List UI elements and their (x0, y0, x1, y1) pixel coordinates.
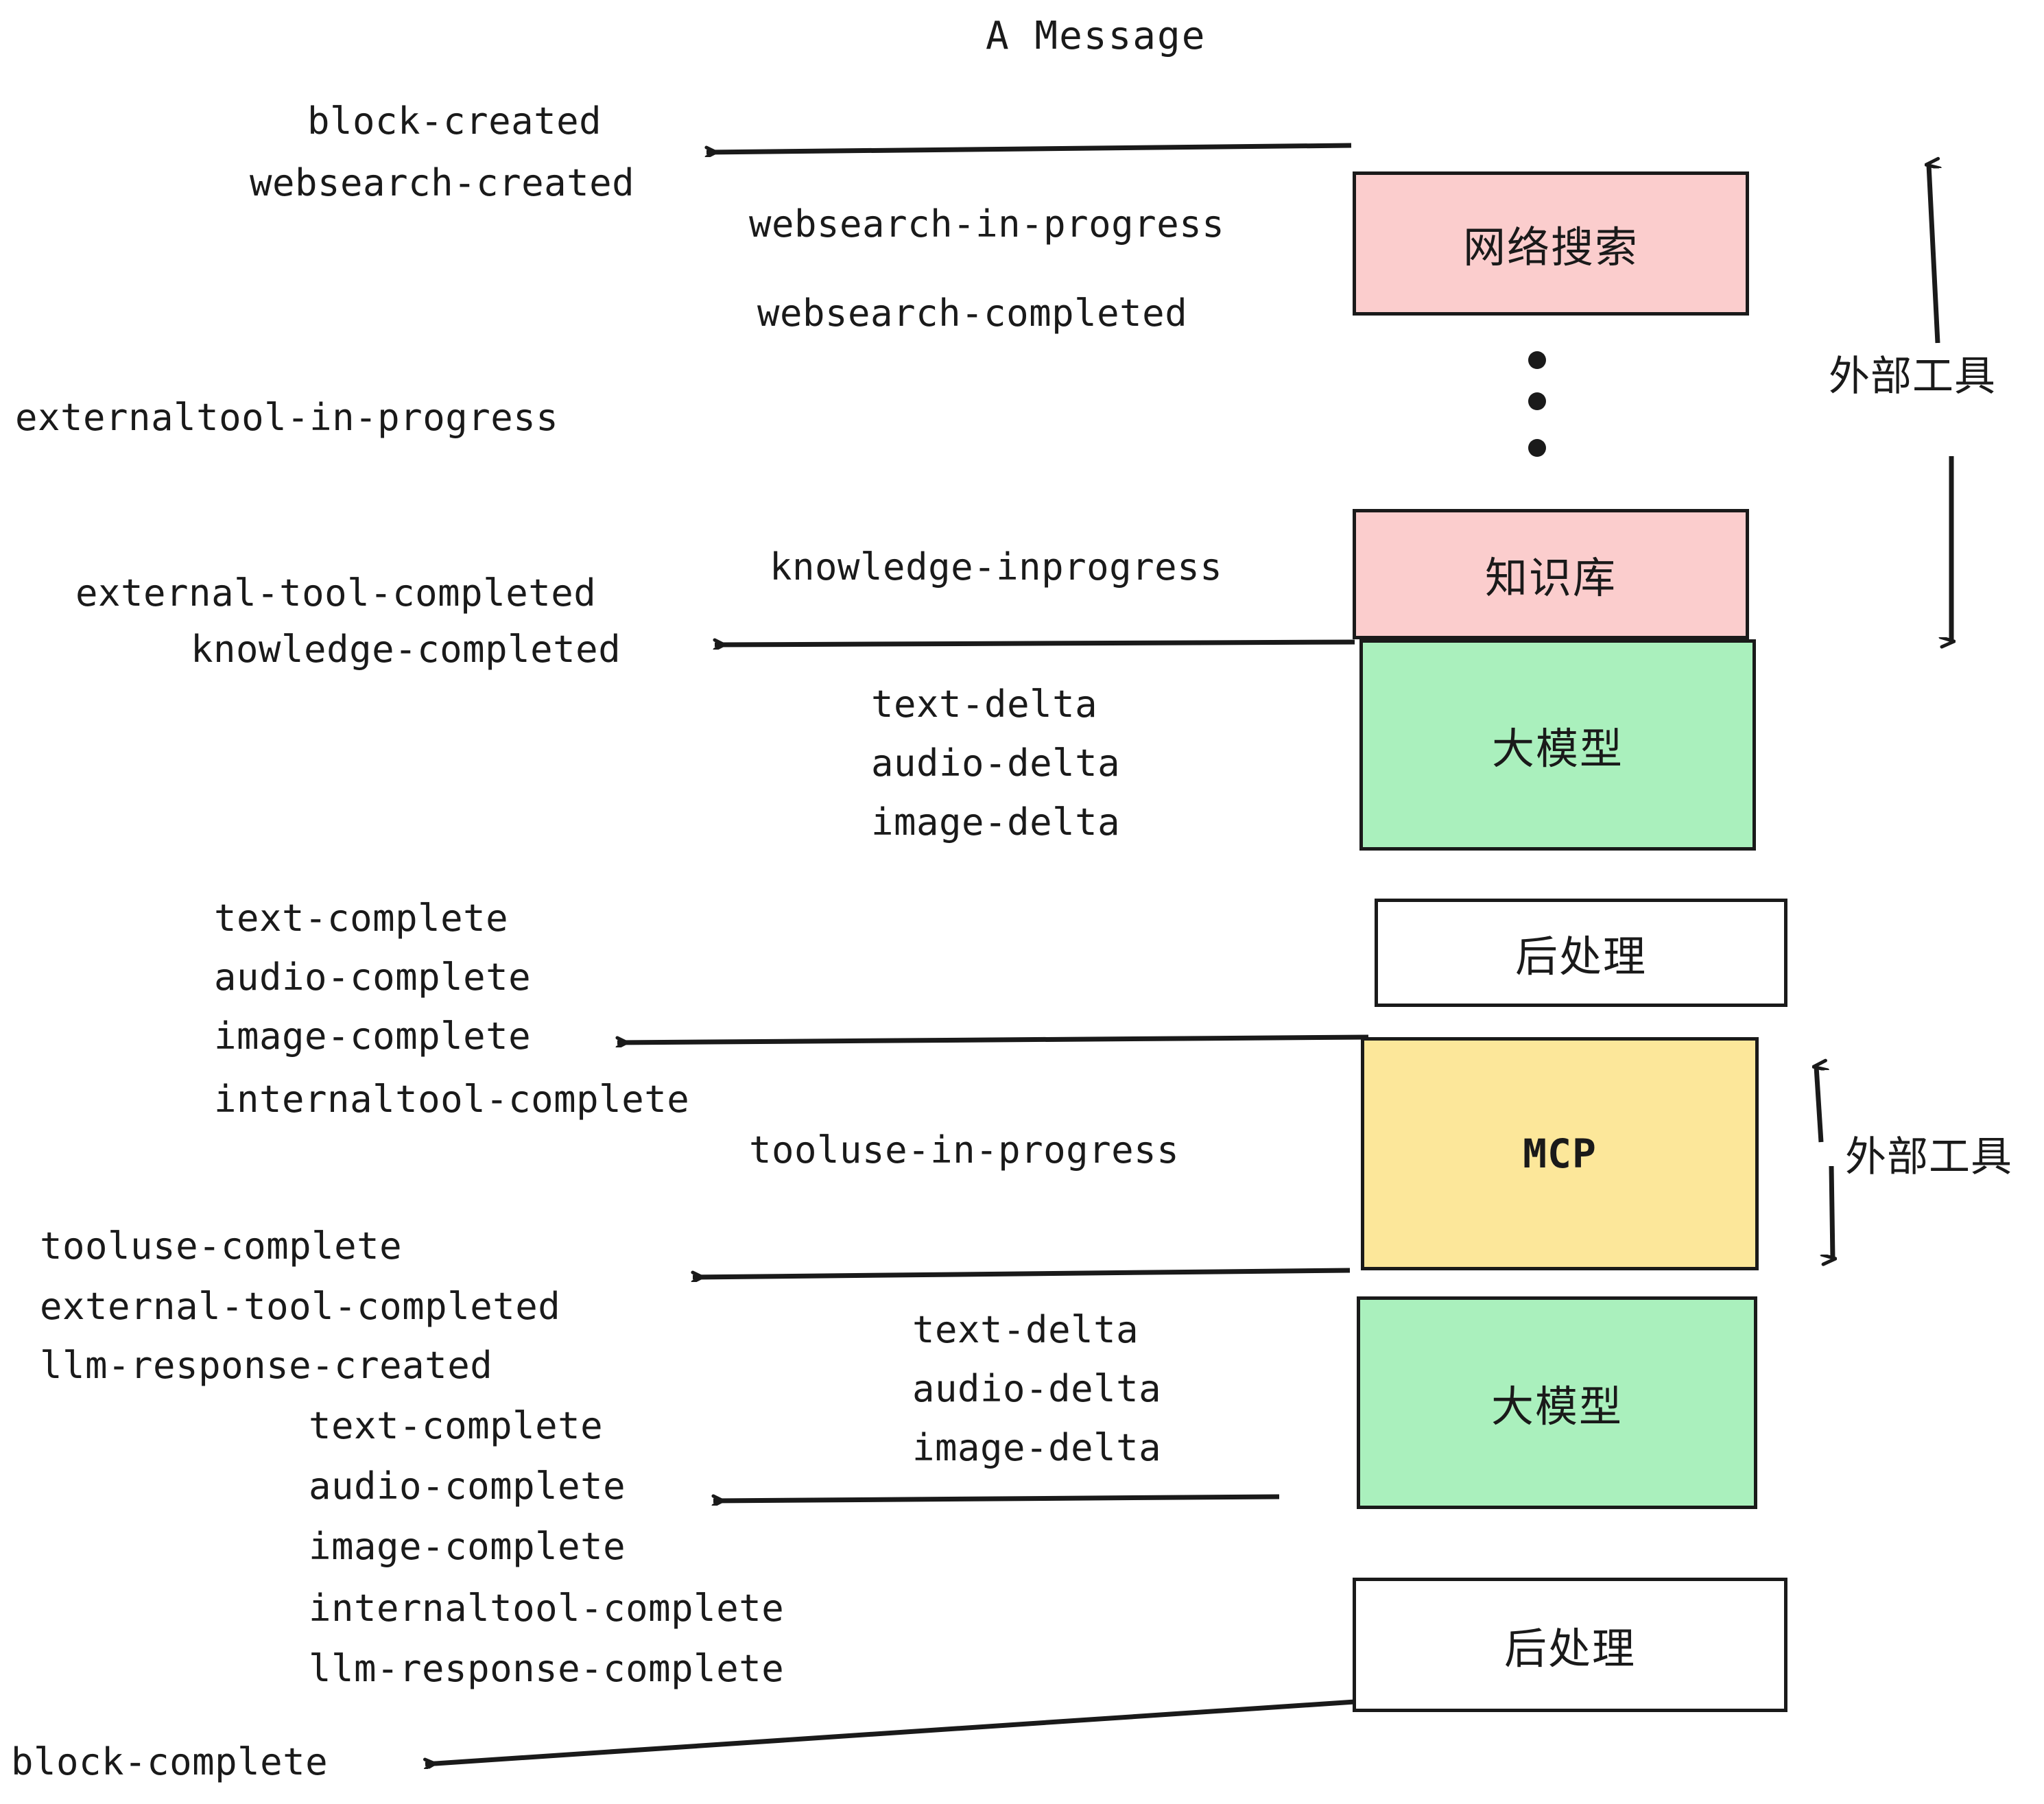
node-llm-top[interactable]: 大模型 (1359, 639, 1756, 851)
event-text-delta-1: text-delta (871, 683, 1098, 726)
event-llm-response-created: llm-response-created (40, 1344, 493, 1387)
event-websearch-in-progress: websearch-in-progress (749, 202, 1225, 246)
event-external-tool-completed-1: external-tool-completed (75, 571, 597, 615)
event-text-complete-2: text-complete (309, 1404, 604, 1447)
arrow-audio-complete (713, 1494, 1280, 1501)
event-websearch-created: websearch-created (250, 161, 635, 204)
node-llm-bottom[interactable]: 大模型 (1357, 1296, 1757, 1509)
arrow-external-tool-bottom-down (1831, 1165, 1833, 1259)
node-llm-top-label: 大模型 (1491, 724, 1624, 774)
event-block-created: block-created (307, 99, 602, 143)
event-knowledge-inprogress: knowledge-inprogress (770, 545, 1223, 589)
node-websearch-label: 网络搜索 (1462, 222, 1639, 272)
page-title: A Message (986, 14, 1207, 58)
event-tooluse-complete: tooluse-complete (40, 1224, 403, 1268)
event-internaltool-complete-2: internaltool-complete (309, 1587, 785, 1630)
arrow-external-tool-bottom-up (1816, 1067, 1821, 1143)
event-tooluse-in-progress: tooluse-in-progress (749, 1128, 1180, 1172)
event-image-complete-1: image-complete (214, 1014, 532, 1058)
node-mcp-label: MCP (1523, 1130, 1597, 1177)
event-websearch-completed: websearch-completed (757, 292, 1188, 335)
arrow-knowledge-completed (715, 642, 1355, 645)
event-text-delta-2: text-delta (912, 1308, 1139, 1351)
event-image-delta-2: image-delta (912, 1426, 1162, 1469)
ellipsis-dot-2 (1528, 392, 1546, 410)
side-label-external-tool-top: 外部工具 (1829, 353, 1996, 401)
event-knowledge-completed: knowledge-completed (191, 628, 621, 671)
event-audio-delta-2: audio-delta (912, 1367, 1162, 1410)
arrow-tooluse-complete (693, 1268, 1351, 1277)
arrow-websearch-created (706, 143, 1352, 152)
arrow-external-tool-top-up (1929, 165, 1938, 344)
event-internaltool-complete-1: internaltool-complete (214, 1078, 690, 1121)
node-post-top[interactable]: 后处理 (1375, 899, 1787, 1007)
node-knowledge-label: 知识库 (1484, 553, 1617, 603)
node-mcp[interactable]: MCP (1361, 1037, 1759, 1270)
event-image-delta-1: image-delta (871, 800, 1121, 844)
node-post-bottom[interactable]: 后处理 (1353, 1578, 1787, 1712)
event-externaltool-in-progress: externaltool-in-progress (15, 396, 559, 439)
event-text-complete-1: text-complete (214, 897, 509, 940)
ellipsis-dot-3 (1528, 439, 1546, 457)
event-audio-complete-1: audio-complete (214, 956, 532, 999)
side-label-external-tool-bottom: 外部工具 (1845, 1133, 2012, 1181)
event-audio-delta-1: audio-delta (871, 741, 1121, 785)
event-block-complete: block-complete (11, 1740, 329, 1783)
node-post-bottom-label: 后处理 (1504, 1624, 1636, 1674)
ellipsis-dot-1 (1528, 351, 1546, 369)
event-llm-response-complete: llm-response-complete (309, 1647, 785, 1690)
event-audio-complete-2: audio-complete (309, 1464, 626, 1508)
node-knowledge[interactable]: 知识库 (1353, 509, 1749, 639)
node-post-top-label: 后处理 (1514, 931, 1647, 982)
arrow-block-complete (425, 1698, 1366, 1764)
event-external-tool-completed-2: external-tool-completed (40, 1285, 561, 1328)
event-image-complete-2: image-complete (309, 1525, 626, 1568)
node-websearch[interactable]: 网络搜索 (1353, 171, 1749, 316)
arrow-image-complete (617, 1034, 1369, 1043)
node-llm-bottom-label: 大模型 (1490, 1381, 1623, 1432)
